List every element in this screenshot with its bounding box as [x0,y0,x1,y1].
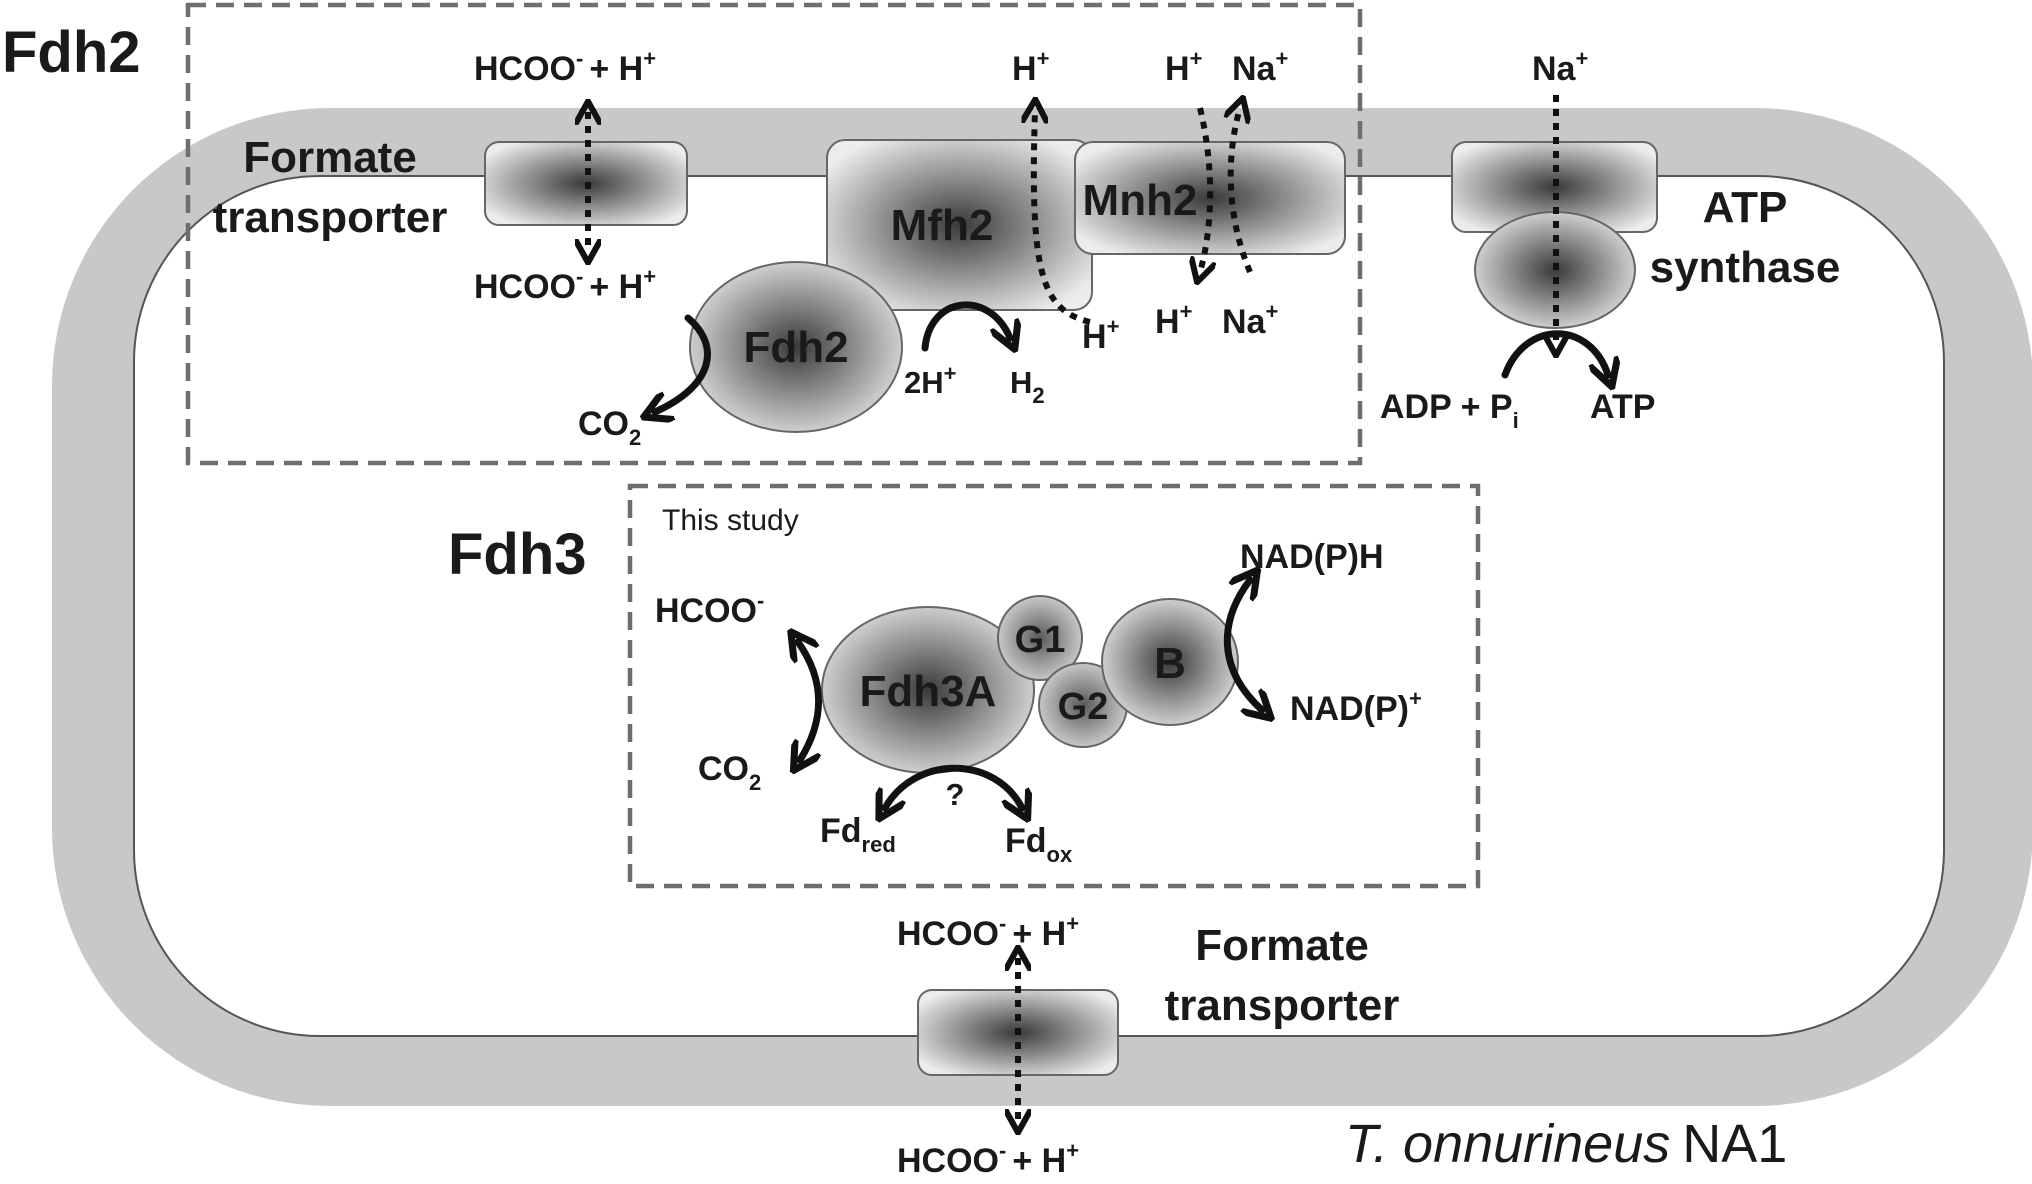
mnh2-sodium-arrow [1231,108,1253,274]
formate-outside-top: HCOO-+ H+ [474,46,656,88]
svg-text:H+: H+ [1165,46,1202,88]
nadph-label: NAD(P)H [1240,538,1384,576]
co2-fdh3: CO2 [698,750,761,795]
formate-transporter-top-label-line1: Formate [243,133,417,182]
proton-in-mnh2: H+ [1155,299,1192,341]
mnh2-label: Mnh2 [1083,176,1198,225]
atp-synthesis-arrow [1501,330,1608,375]
svg-text:Na+: Na+ [1532,46,1588,88]
hydrogen-gas: H2 [1010,365,1045,408]
svg-text:HCOO-: HCOO- [655,588,764,630]
proton-out-mnh2: H+ [1165,46,1202,88]
formate-inside-top: HCOO-+ H+ [474,264,656,306]
proton-out-mfh2: H+ [1012,46,1049,88]
fdh3-study-note: This study [662,504,799,537]
hydrogen-evolution-arrow [921,301,1010,348]
co2-fdh2: CO2 [578,405,641,450]
svg-text:Fdred: Fdred [820,812,896,857]
fdh2-subunit [689,261,903,433]
svg-text:HCOO-+ H+: HCOO-+ H+ [897,911,1079,953]
fdh3a-formate-arrow [798,642,822,760]
mfh2-proton-pump-arrow [1034,110,1091,325]
b-label: B [1154,639,1186,688]
svg-text:CO2: CO2 [578,405,641,450]
ferredoxin-reduced: Fdred [820,812,896,857]
fdh3-panel-title: Fdh3 [448,522,587,587]
g1-label: G1 [1015,619,1066,661]
atp-synthase-label-line1: ATP [1703,183,1788,232]
fdh2-label: Fdh2 [743,323,848,372]
two-protons: 2H+ [904,361,957,400]
formate-inside-bottom: HCOO-+ H+ [897,911,1079,953]
fdh3-panel-box [627,483,1481,889]
g2-label: G2 [1058,686,1109,728]
svg-text:Fdox: Fdox [1005,822,1073,867]
formate-transporter-bottom-label-line1: Formate [1195,921,1369,970]
proton-in-mfh2: H+ [1082,314,1119,356]
atp-synthase-label-line2: synthase [1650,243,1841,292]
ferredoxin-question: ? [946,777,965,812]
ferredoxin-oxidized: Fdox [1005,822,1073,867]
nadp-plus-label: NAD(P)+ [1290,686,1422,728]
svg-text:ADP + Pi: ADP + Pi [1380,388,1519,433]
svg-text:2H+: 2H+ [904,361,957,400]
nadp-reduction-arrow [1223,580,1262,710]
formate-transporter-top-label-line2: transporter [213,193,448,242]
formate-outside-bottom: HCOO-+ H+ [897,1138,1079,1180]
sodium-out-atpase: Na+ [1532,46,1588,88]
svg-text:H+: H+ [1155,299,1192,341]
fdh3a-label: Fdh3A [860,667,997,716]
svg-text:HCOO-+ H+: HCOO-+ H+ [474,46,656,88]
sodium-in-mnh2: Na+ [1222,299,1278,341]
svg-text:CO2: CO2 [698,750,761,795]
fdh2-oxidation-arrow [655,314,711,412]
mnh2-proton-arrow [1200,107,1210,272]
ferredoxin-arrow [885,764,1022,808]
svg-text:NAD(P)+: NAD(P)+ [1290,686,1422,728]
svg-text:H2: H2 [1010,365,1045,408]
svg-text:Na+: Na+ [1232,46,1288,88]
g1-subunit [997,595,1083,681]
adp-pi: ADP + Pi [1380,388,1519,433]
sodium-out-mnh2: Na+ [1232,46,1288,88]
svg-text:HCOO-+ H+: HCOO-+ H+ [474,264,656,306]
svg-text:HCOO-+ H+: HCOO-+ H+ [897,1138,1079,1179]
formate-transporter-bottom-label-line2: transporter [1165,981,1400,1030]
formate-fdh3: HCOO- [655,588,764,630]
fdh2-panel-box [185,2,1363,466]
svg-text:Na+: Na+ [1222,299,1278,341]
svg-text:H+: H+ [1012,46,1049,88]
fdh2-panel-title: Fdh2 [2,20,141,85]
svg-text:H+: H+ [1082,314,1119,356]
mfh2-label: Mfh2 [891,201,994,250]
atp-product: ATP [1590,388,1655,426]
